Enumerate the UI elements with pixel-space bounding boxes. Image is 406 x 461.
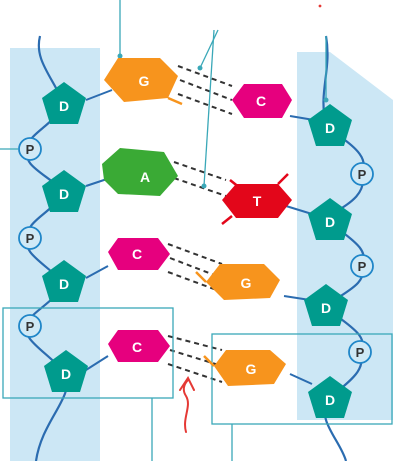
annotation-dot: [318, 4, 322, 8]
base-label: C: [256, 93, 266, 109]
phosphate-left-3: P: [18, 314, 42, 338]
base-t-1-spike: [277, 173, 289, 185]
base-g-3: [214, 350, 286, 386]
base-t-1-spike: [229, 179, 241, 189]
base-g-2-tail: [195, 271, 207, 283]
svg-text:D: D: [59, 98, 69, 114]
base-label: T: [253, 193, 262, 209]
svg-text:P: P: [26, 319, 35, 334]
base-g-1: [104, 58, 178, 102]
svg-text:P: P: [358, 259, 367, 274]
base-label: G: [241, 275, 252, 291]
base-label: G: [139, 73, 150, 89]
annotation-arrow: [179, 376, 195, 433]
svg-text:D: D: [325, 392, 335, 408]
svg-text:P: P: [26, 231, 35, 246]
svg-text:D: D: [325, 214, 335, 230]
sugar-left-4: D: [44, 350, 88, 392]
leader-dots: [117, 53, 329, 189]
label-leader-lines: [0, 0, 393, 461]
base-t-1: [222, 184, 292, 218]
sugar-right-1: D: [308, 104, 352, 146]
phosphate-left-1: P: [18, 137, 42, 161]
base-g-2: [206, 264, 280, 300]
svg-text:P: P: [358, 167, 367, 182]
base-t-1-spike: [221, 215, 233, 225]
base-c-3: [108, 330, 170, 362]
base-a-1: [102, 148, 178, 196]
svg-text:P: P: [26, 142, 35, 157]
phosphate-left-2: P: [18, 226, 42, 250]
base-c-1: [232, 84, 292, 118]
svg-text:D: D: [321, 300, 331, 316]
base-g-1-tail: [167, 96, 183, 106]
sugar-right-4: D: [308, 376, 352, 418]
sugar-left-3: D: [42, 260, 86, 302]
sugar-left-1: D: [42, 82, 86, 124]
sugar-right-2: D: [308, 198, 352, 240]
svg-text:D: D: [59, 276, 69, 292]
phosphate-right-2: P: [350, 254, 374, 278]
phosphate-right-1: P: [350, 162, 374, 186]
sugar-left-2: D: [42, 170, 86, 212]
base-c-2: [108, 238, 170, 270]
sugar-right-3: D: [304, 284, 348, 326]
base-label: C: [132, 246, 142, 262]
svg-text:D: D: [325, 120, 335, 136]
base-g-3-tail: [203, 355, 215, 367]
base-label: C: [132, 339, 142, 355]
phosphate-right-3: P: [348, 340, 372, 364]
svg-text:D: D: [61, 366, 71, 382]
svg-text:P: P: [356, 345, 365, 360]
base-label: A: [140, 169, 150, 185]
svg-text:D: D: [59, 186, 69, 202]
base-label: G: [246, 361, 257, 377]
